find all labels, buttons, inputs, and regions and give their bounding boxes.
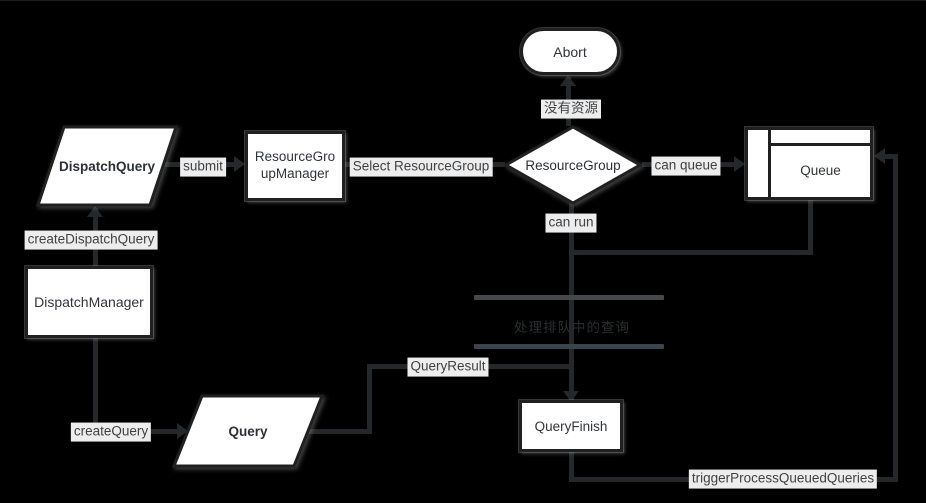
edge-query-result-h1 xyxy=(306,429,372,434)
edge-label-trigger-process-queued-queries: triggerProcessQueuedQueries xyxy=(688,469,878,489)
queue-left-column xyxy=(748,130,771,197)
node-abort-label: Abort xyxy=(553,43,587,60)
node-dispatch-manager-label: DispatchManager xyxy=(34,294,144,310)
edge-create-query-vertical xyxy=(93,338,98,434)
edge-trigger-vertical-left xyxy=(569,452,574,482)
arrowhead-create-query xyxy=(177,423,188,439)
edge-label-can-run: can run xyxy=(545,213,597,233)
dim-note-label: 处理排队中的查询 xyxy=(514,320,630,335)
parallelogram-shape xyxy=(172,394,324,468)
edge-label-query-result: QueryResult xyxy=(407,357,489,377)
edge-query-result-vertical xyxy=(367,364,372,434)
arrowhead-queryfinish-top xyxy=(563,391,579,402)
diamond-shape xyxy=(504,125,642,205)
node-query-finish: QueryFinish xyxy=(519,400,623,452)
node-abort: Abort xyxy=(520,28,620,75)
sync-bar-bottom xyxy=(474,344,664,349)
edge-label-create-dispatch-query: createDispatchQuery xyxy=(24,230,158,250)
arrowhead-submit xyxy=(234,156,245,172)
node-resource-group: ResourceGroup xyxy=(504,125,642,205)
edge-run-to-queryfinish xyxy=(569,298,574,401)
node-query: Query xyxy=(172,394,324,468)
edge-label-no-resource: 没有资源 xyxy=(541,99,601,119)
arrowhead-create-dispatch-query xyxy=(87,206,103,217)
node-queue-label: Queue xyxy=(800,163,841,178)
edge-queue-dequeue-vertical xyxy=(808,199,813,255)
node-queue: Queue xyxy=(745,127,873,200)
node-dispatch-query: DispatchQuery xyxy=(36,125,178,207)
arrowhead-can-queue xyxy=(734,156,745,172)
node-resource-group-manager-label: ResourceGroupManager xyxy=(254,149,336,181)
node-dispatch-manager: DispatchManager xyxy=(25,266,153,338)
arrowhead-trigger-into-queue xyxy=(874,148,885,164)
node-resource-group-label: ResourceGroup xyxy=(525,157,621,173)
edge-trigger-into-queue xyxy=(884,154,898,159)
node-query-label: Query xyxy=(228,423,268,439)
edge-label-select-resourcegroup: Select ResourceGroup xyxy=(349,157,493,177)
node-dispatch-query-label: DispatchQuery xyxy=(58,158,156,174)
edge-label-can-queue: can queue xyxy=(651,156,721,176)
edge-label-submit: submit xyxy=(180,157,226,177)
arrowhead-no-resource xyxy=(560,75,576,86)
edge-queue-dequeue-horizontal xyxy=(571,250,813,255)
sync-bar-top xyxy=(474,295,664,300)
edge-label-create-query: createQuery xyxy=(70,422,152,442)
node-resource-group-manager: ResourceGroupManager xyxy=(245,131,345,201)
parallelogram-shape xyxy=(36,125,178,207)
queue-header-row xyxy=(748,130,870,146)
edge-trigger-vertical-right xyxy=(893,154,898,482)
node-query-finish-label: QueryFinish xyxy=(534,418,608,434)
